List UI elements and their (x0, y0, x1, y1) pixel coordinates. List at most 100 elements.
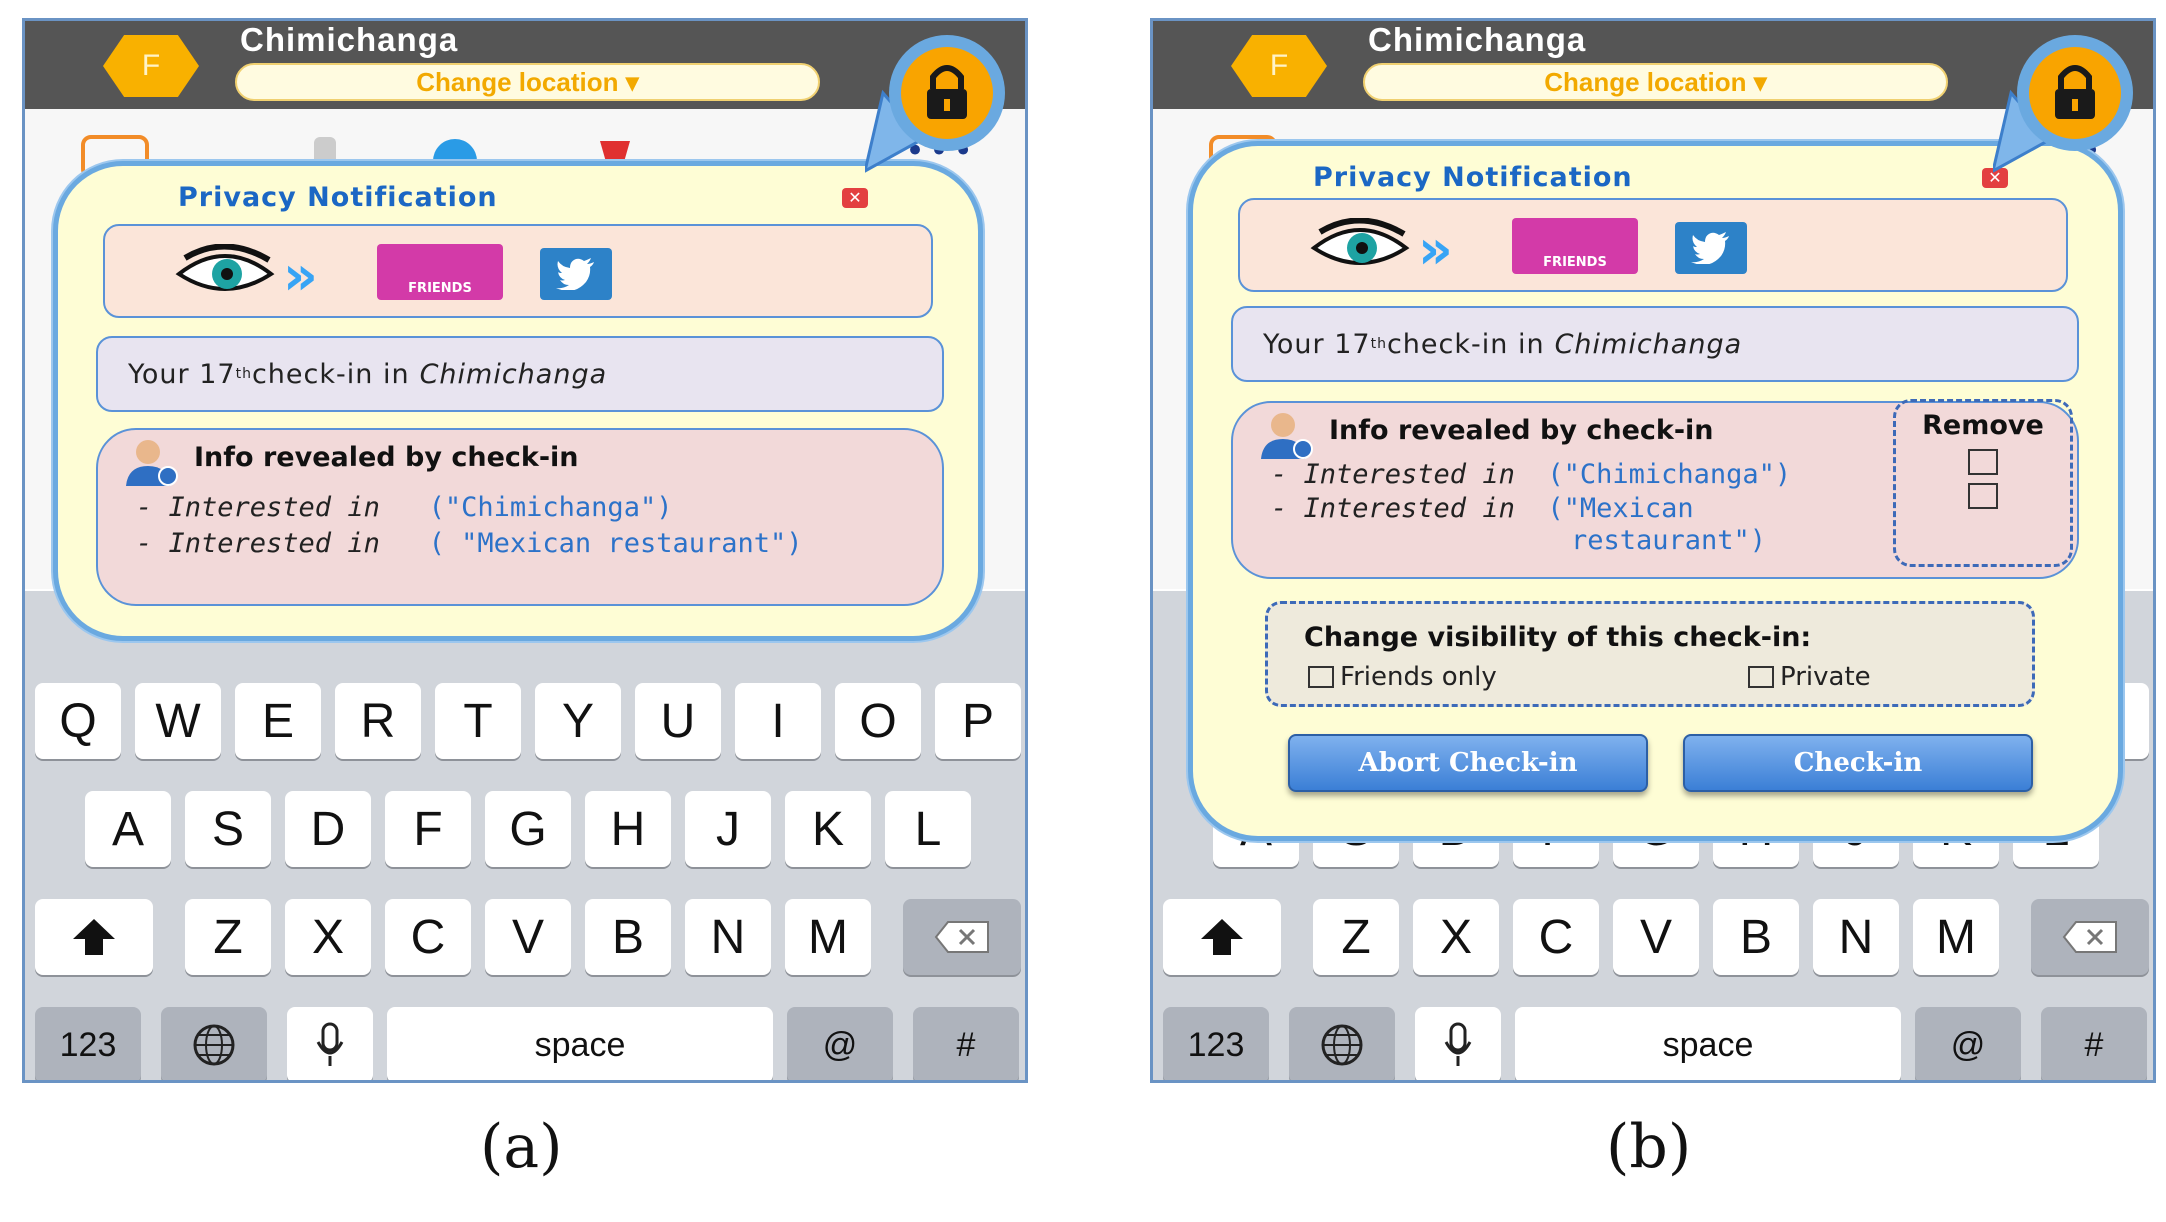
key-g[interactable]: G (485, 791, 571, 867)
key-d[interactable]: D (285, 791, 371, 867)
user-info-icon (126, 440, 178, 486)
app-logo-icon: F (103, 35, 199, 97)
interest-value: ("Mexican (1547, 493, 1694, 524)
notification-title: Privacy Notification (1313, 162, 1633, 193)
key-m[interactable]: M (1913, 899, 1999, 975)
visibility-options: Change visibility of this check-in: Frie… (1265, 601, 2035, 707)
key-p[interactable]: P (935, 683, 1021, 759)
shift-key[interactable] (35, 899, 153, 975)
abort-checkin-button[interactable]: Abort Check-in (1288, 734, 1648, 792)
close-icon[interactable]: ✕ (842, 188, 868, 208)
key-x[interactable]: X (285, 899, 371, 975)
interest-value: ("Chimichanga") (428, 492, 673, 523)
key-q[interactable]: Q (35, 683, 121, 759)
remove-checkbox[interactable] (1968, 449, 1998, 475)
checkin-place: Chimichanga (419, 358, 608, 390)
remove-label: Remove (1922, 410, 2044, 441)
friends-only-checkbox[interactable] (1308, 666, 1334, 688)
checkin-button[interactable]: Check-in (1683, 734, 2033, 792)
private-option[interactable]: Private (1748, 662, 1871, 692)
at-key[interactable]: @ (1915, 1007, 2021, 1080)
checkin-sup: th (1370, 336, 1387, 352)
microphone-key[interactable] (287, 1007, 373, 1080)
globe-key[interactable] (161, 1007, 267, 1080)
key-m[interactable]: M (785, 899, 871, 975)
key-v[interactable]: V (485, 899, 571, 975)
interest-value: ( "Mexican restaurant") (428, 528, 803, 559)
key-n[interactable]: N (1813, 899, 1899, 975)
lock-icon[interactable] (865, 31, 1015, 181)
globe-icon (1321, 1024, 1363, 1066)
caption-a: (a) (480, 1112, 563, 1182)
backspace-icon (934, 921, 989, 953)
space-key[interactable]: space (1515, 1007, 1901, 1080)
notification-title: Privacy Notification (178, 182, 498, 213)
change-location-button[interactable]: Change location ▾ (1363, 63, 1948, 101)
key-f[interactable]: F (385, 791, 471, 867)
app-header: F Chimichanga Change location ▾ (25, 21, 1025, 109)
checkin-sup: th (235, 366, 252, 382)
user-info-icon (1261, 413, 1313, 459)
friends-icon: FRIENDS (377, 244, 503, 300)
info-title: Info revealed by check-in (194, 442, 579, 473)
microphone-icon (1444, 1022, 1472, 1066)
hash-key[interactable]: # (913, 1007, 1019, 1080)
location-title: Chimichanga (240, 21, 459, 58)
eye-icon (175, 244, 275, 291)
key-n[interactable]: N (685, 899, 771, 975)
key-o[interactable]: O (835, 683, 921, 759)
globe-key[interactable] (1289, 1007, 1395, 1080)
shift-arrow-icon (73, 919, 115, 955)
key-b[interactable]: B (585, 899, 671, 975)
change-location-button[interactable]: Change location ▾ (235, 63, 820, 101)
key-r[interactable]: R (335, 683, 421, 759)
at-key[interactable]: @ (787, 1007, 893, 1080)
numbers-key[interactable]: 123 (1163, 1007, 1269, 1080)
friends-icon: FRIENDS (1512, 218, 1638, 274)
backspace-key[interactable] (2031, 899, 2149, 975)
lock-icon[interactable] (1993, 31, 2143, 181)
key-v[interactable]: V (1613, 899, 1699, 975)
remove-checkbox[interactable] (1968, 483, 1998, 509)
phone-screen-a: F Chimichanga Change location ▾ ••• Q W … (22, 18, 1028, 1083)
key-b[interactable]: B (1713, 899, 1799, 975)
key-h[interactable]: H (585, 791, 671, 867)
key-w[interactable]: W (135, 683, 221, 759)
key-z[interactable]: Z (185, 899, 271, 975)
key-x[interactable]: X (1413, 899, 1499, 975)
location-title: Chimichanga (1368, 21, 1587, 58)
private-checkbox[interactable] (1748, 666, 1774, 688)
numbers-key[interactable]: 123 (35, 1007, 141, 1080)
hash-key[interactable]: # (2041, 1007, 2147, 1080)
key-c[interactable]: C (1513, 899, 1599, 975)
interest-row: - Interested in ( "Mexican restaurant") (136, 528, 803, 559)
space-key[interactable]: space (387, 1007, 773, 1080)
key-s[interactable]: S (185, 791, 271, 867)
key-z[interactable]: Z (1313, 899, 1399, 975)
key-i[interactable]: I (735, 683, 821, 759)
interest-row: - Interested in ("Chimichanga") (1271, 459, 1791, 490)
key-a[interactable]: A (85, 791, 171, 867)
microphone-icon (316, 1022, 344, 1066)
phone-screen-b: F Chimichanga Change location ▾ ••• P A … (1150, 18, 2156, 1083)
privacy-notification-popup: Privacy Notification ✕ » FRIENDS Your 17… (1188, 141, 2123, 841)
backspace-key[interactable] (903, 899, 1021, 975)
key-t[interactable]: T (435, 683, 521, 759)
chevron-right-icon: » (283, 244, 318, 307)
shift-arrow-icon (1201, 919, 1243, 955)
close-icon[interactable]: ✕ (1982, 168, 2008, 188)
key-l[interactable]: L (885, 791, 971, 867)
shift-key[interactable] (1163, 899, 1281, 975)
key-k[interactable]: K (785, 791, 871, 867)
key-u[interactable]: U (635, 683, 721, 759)
key-e[interactable]: E (235, 683, 321, 759)
key-c[interactable]: C (385, 899, 471, 975)
friends-only-option[interactable]: Friends only (1308, 662, 1497, 692)
panel-b: F Chimichanga Change location ▾ ••• P A … (1150, 0, 2156, 1083)
microphone-key[interactable] (1415, 1007, 1501, 1080)
key-y[interactable]: Y (535, 683, 621, 759)
twitter-icon (1675, 222, 1747, 274)
interest-value: ("Chimichanga") (1547, 459, 1792, 490)
key-j[interactable]: J (685, 791, 771, 867)
info-revealed: Info revealed by check-in - Interested i… (96, 428, 944, 606)
